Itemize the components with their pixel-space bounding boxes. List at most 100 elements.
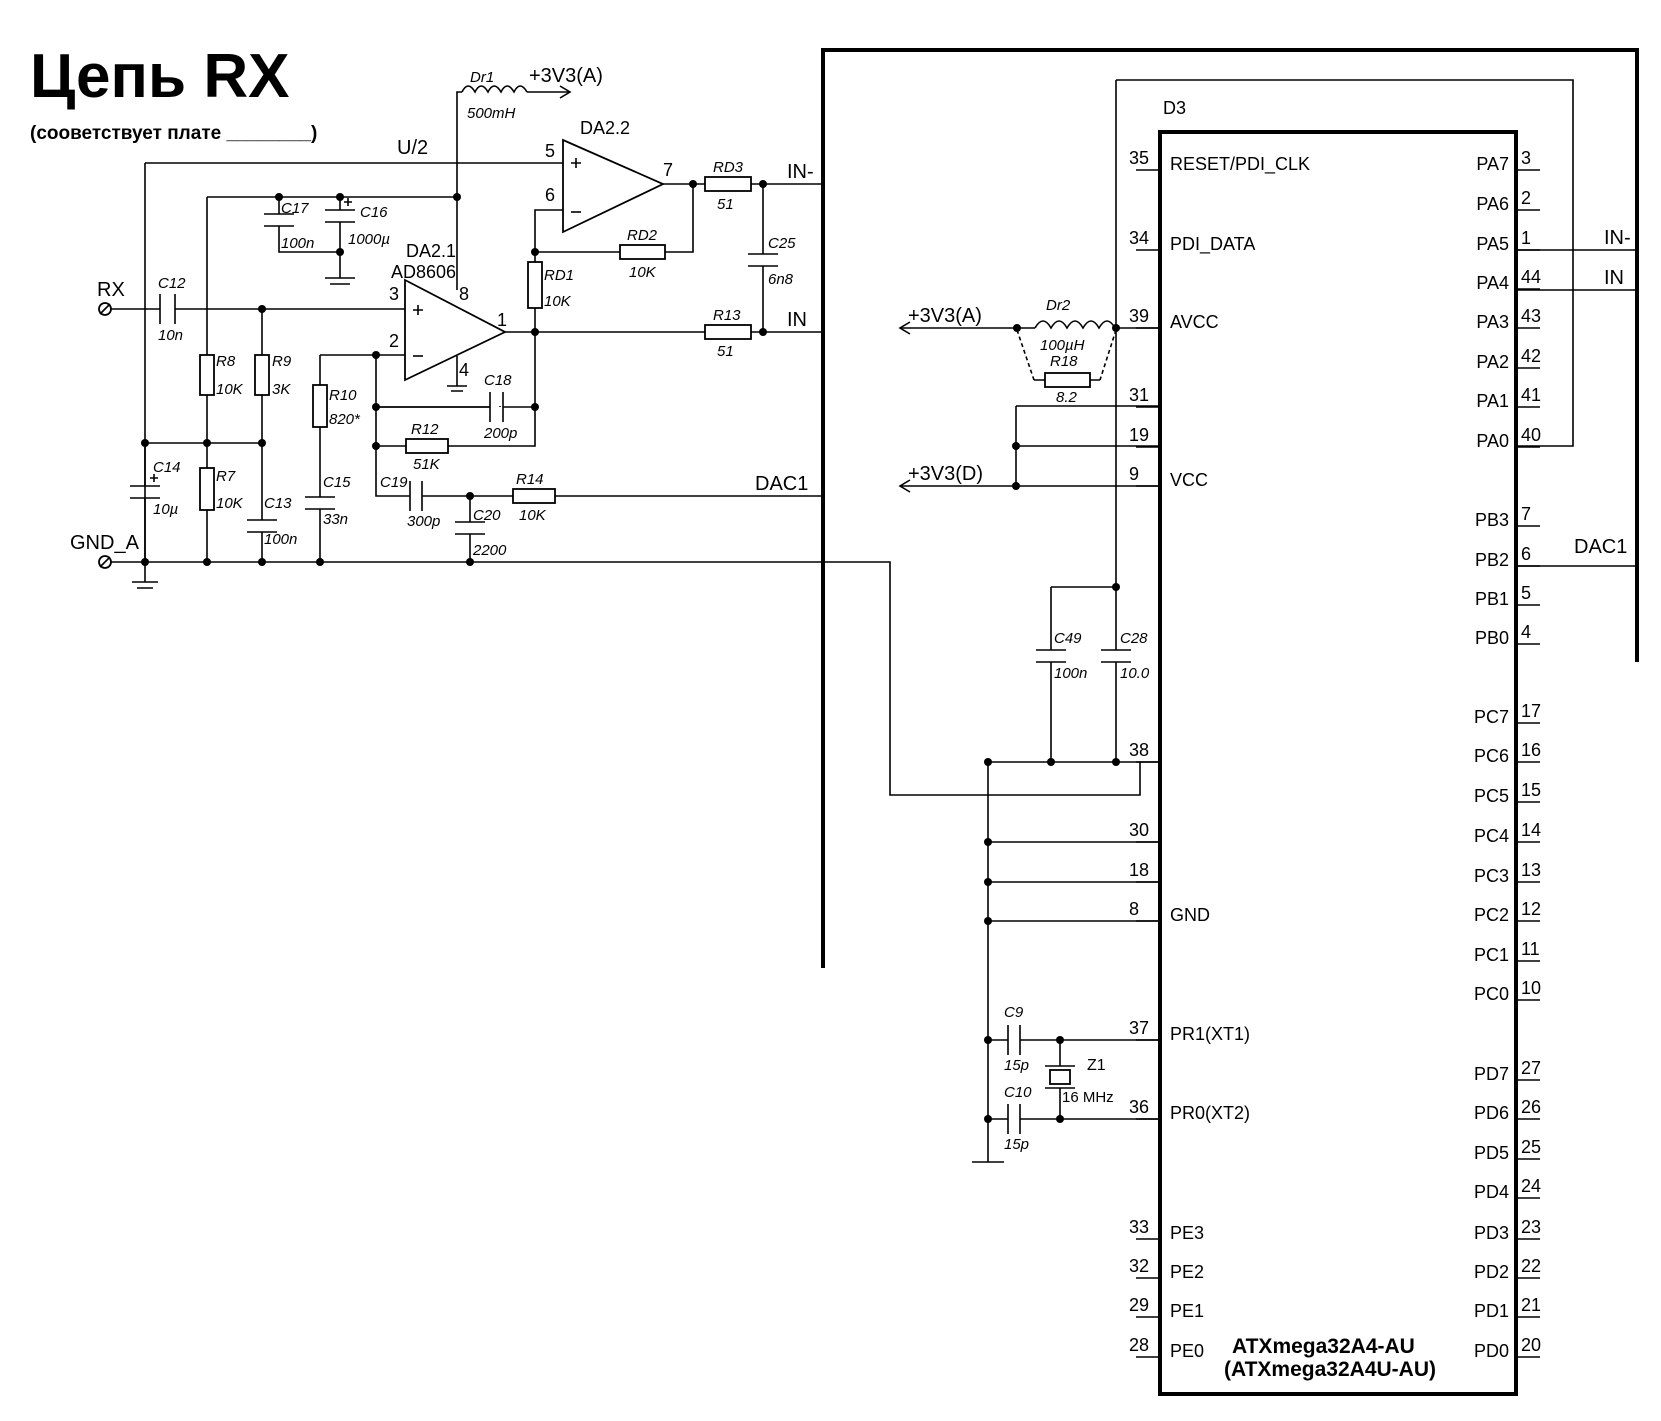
- svg-text:6: 6: [545, 185, 555, 205]
- svg-text:R7: R7: [216, 468, 236, 485]
- mcu-pin-name: PB3: [1475, 510, 1509, 530]
- net-in-minus: IN-: [787, 161, 814, 183]
- dr1-inductor: [461, 85, 528, 94]
- svg-text:C16: C16: [360, 204, 388, 221]
- mcu-pin-number: 3: [1521, 148, 1531, 168]
- svg-text:10.0: 10.0: [1120, 665, 1150, 682]
- r18-resistor: [1044, 372, 1091, 388]
- svg-text:C9: C9: [1004, 1004, 1024, 1021]
- net-gnd-a: GND_A: [70, 532, 140, 554]
- c10-capacitor: [1007, 1104, 1021, 1134]
- mcu-pin-name: VCC: [1170, 470, 1208, 490]
- svg-text:C20: C20: [473, 507, 501, 524]
- svg-text:Dr2: Dr2: [1046, 297, 1071, 314]
- svg-text:15p: 15p: [1004, 1057, 1029, 1074]
- svg-text:R8: R8: [216, 353, 236, 370]
- mcu-pin-number: 39: [1129, 306, 1149, 326]
- mcu-pin-name: PA0: [1476, 431, 1509, 451]
- svg-text:2200: 2200: [472, 542, 507, 559]
- svg-text:100µH: 100µH: [1040, 337, 1085, 354]
- svg-text:C25: C25: [768, 235, 796, 252]
- c17-capacitor: [264, 213, 294, 227]
- mcu-pin-number: 11: [1521, 939, 1540, 959]
- c16-capacitor: [325, 209, 355, 223]
- component-labels: Dr1 500mH DA2.2 5 6 7 DA2.1 AD8606 3 2 1…: [153, 69, 1150, 1153]
- svg-text:200p: 200p: [483, 425, 517, 442]
- mcu-part-alt: (ATXmega32A4U-AU): [1224, 1358, 1436, 1381]
- svg-text:16 MHz: 16 MHz: [1062, 1089, 1114, 1106]
- svg-text:10µ: 10µ: [153, 501, 178, 518]
- mcu-pin-number: 14: [1521, 820, 1541, 840]
- svg-text:C17: C17: [281, 200, 309, 217]
- svg-text:10n: 10n: [158, 327, 183, 344]
- mcu-pin-name: PC7: [1474, 707, 1509, 727]
- mcu-pin-number: 2: [1521, 188, 1531, 208]
- r7-resistor: [199, 467, 215, 511]
- mcu-pin-number: 7: [1521, 504, 1531, 524]
- svg-text:10K: 10K: [216, 381, 244, 398]
- c18-capacitor: [489, 392, 504, 422]
- net-labels: U/2 RX GND_A IN- IN DAC1 +3V3(A) +3V3(A)…: [70, 65, 1631, 558]
- mcu-pin-name: AVCC: [1170, 312, 1219, 332]
- mcu-pin-name: PA1: [1476, 391, 1509, 411]
- net-pa5: IN-: [1604, 227, 1631, 249]
- svg-text:8: 8: [459, 284, 469, 304]
- mcu-body: [1158, 130, 1518, 1396]
- mcu-pin-name: PE3: [1170, 1223, 1204, 1243]
- mcu-pin-name: PC1: [1474, 945, 1509, 965]
- mcu-pin-number: 32: [1129, 1256, 1149, 1276]
- c12-capacitor: [159, 294, 176, 324]
- svg-text:100n: 100n: [281, 235, 314, 252]
- svg-text:100n: 100n: [1054, 665, 1087, 682]
- svg-text:R13: R13: [713, 307, 741, 324]
- svg-text:10K: 10K: [629, 264, 657, 281]
- mcu-pin-name: PB1: [1475, 589, 1509, 609]
- mcu-pin-name: PC0: [1474, 984, 1509, 1004]
- mcu-pin-number: 8: [1129, 899, 1139, 919]
- mcu-pin-number: 19: [1129, 425, 1149, 445]
- mcu-pin-number: 9: [1129, 464, 1139, 484]
- svg-text:R9: R9: [272, 353, 292, 370]
- svg-text:3K: 3K: [272, 381, 291, 398]
- mcu-pin-name: PE0: [1170, 1341, 1204, 1361]
- c28-capacitor: [1101, 649, 1131, 663]
- c9-capacitor: [1007, 1025, 1021, 1055]
- mcu-pin-name: PD0: [1474, 1341, 1509, 1361]
- mcu-pin-name: PC4: [1474, 826, 1509, 846]
- mcu-pin-number: 24: [1521, 1176, 1541, 1196]
- connector-bus: [821, 48, 1639, 968]
- c25-capacitor: [748, 253, 778, 267]
- svg-text:RD3: RD3: [713, 159, 744, 176]
- mcu-pin-number: 10: [1521, 978, 1541, 998]
- svg-text:300p: 300p: [407, 513, 440, 530]
- mcu-pin-number: 18: [1129, 860, 1149, 880]
- dr2-inductor: [1034, 320, 1116, 330]
- mcu-pin-name: PA5: [1476, 234, 1509, 254]
- svg-text:2: 2: [389, 331, 399, 351]
- mcu-pin-number: 41: [1521, 385, 1541, 405]
- mcu-pin-number: 37: [1129, 1018, 1149, 1038]
- mcu-part: ATXmega32A4-AU: [1232, 1335, 1415, 1358]
- mcu-pin-name: PA2: [1476, 352, 1509, 372]
- mcu-pin-number: 28: [1129, 1335, 1149, 1355]
- svg-text:Dr1: Dr1: [470, 69, 494, 86]
- svg-text:33n: 33n: [323, 511, 348, 528]
- mcu-pin-number: 35: [1129, 148, 1149, 168]
- svg-text:6n8: 6n8: [768, 271, 794, 288]
- mcu-ref: D3: [1163, 98, 1186, 118]
- mcu-pin-name: PA7: [1476, 154, 1509, 174]
- mcu-pin-number: 33: [1129, 1217, 1149, 1237]
- r8-resistor: [199, 354, 215, 396]
- svg-text:10K: 10K: [519, 507, 547, 524]
- mcu-pin-number: 44: [1521, 267, 1541, 287]
- svg-text:5: 5: [545, 141, 555, 161]
- mcu-pin-name: RESET/PDI_CLK: [1170, 154, 1310, 175]
- da21-opamp: [404, 278, 508, 382]
- da22-opamp: [562, 138, 666, 234]
- mcu-pin-number: 5: [1521, 583, 1531, 603]
- mcu-pin-number: 29: [1129, 1295, 1149, 1315]
- mcu-pin-name: PD7: [1474, 1064, 1509, 1084]
- svg-text:1000µ: 1000µ: [348, 231, 390, 248]
